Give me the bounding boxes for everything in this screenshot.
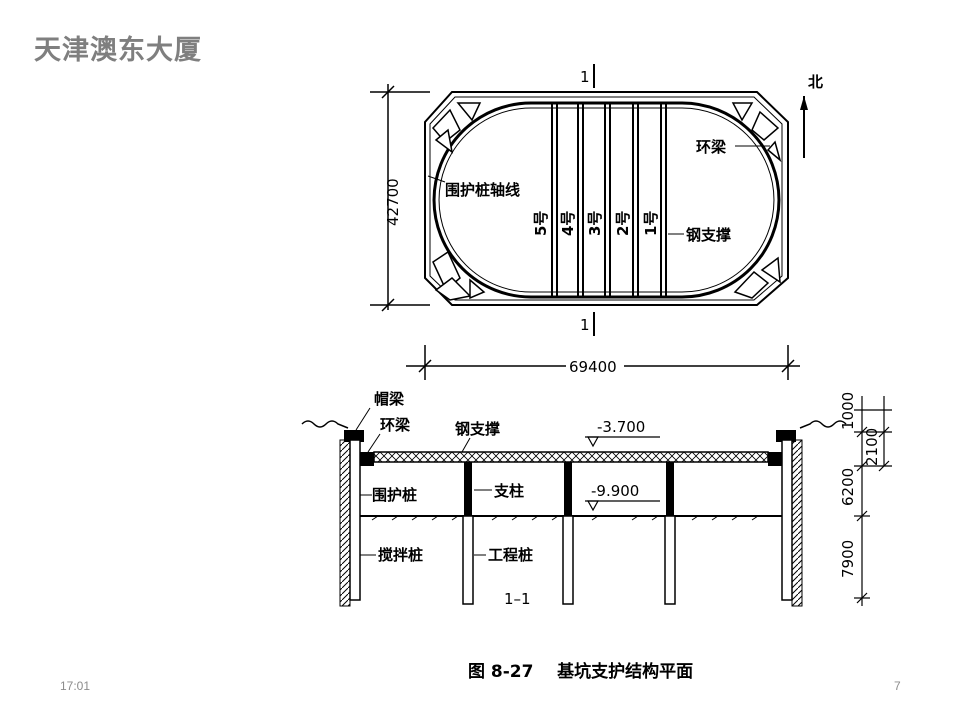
level-marker-top: -3.700	[585, 418, 660, 448]
support-column-3	[666, 462, 674, 516]
retaining-pile-right	[791, 439, 803, 607]
support-column-2	[564, 462, 572, 516]
dim-2100: 2100	[863, 428, 881, 466]
dim-width-value: 69400	[569, 358, 617, 376]
section-mark-top: 1	[580, 68, 590, 86]
section-mixing-pile-label: 搅拌桩	[378, 546, 423, 564]
section-view: -3.700 -9.900 帽梁 环梁 钢支撑 围护桩 支柱 搅拌桩 工程桩 1…	[301, 390, 892, 608]
brace-label-3: 3号	[586, 211, 604, 236]
support-column-1	[464, 462, 472, 516]
section-column-label: 支柱	[493, 482, 524, 500]
level-marker-bottom: -9.900	[585, 482, 660, 512]
dim-7900: 7900	[839, 540, 857, 578]
cap-beam-left	[344, 430, 364, 442]
section-steel-brace-label: 钢支撑	[455, 420, 500, 438]
footer-time: 17:01	[60, 679, 91, 693]
plan-ring-beam-label: 环梁	[696, 138, 727, 156]
plan-corner-braces	[431, 102, 782, 301]
cap-beam-right	[776, 430, 796, 442]
page-number: 7	[894, 679, 901, 693]
section-dim-chain	[854, 396, 892, 606]
plan-section-cut-bottom: 1	[580, 312, 595, 336]
cap-beam-label: 帽梁	[374, 390, 405, 408]
brace-label-5: 5号	[532, 211, 550, 236]
plan-outer-boundary	[424, 91, 789, 306]
level-bottom-value: -9.900	[591, 482, 639, 500]
ring-beam-left	[360, 452, 374, 466]
section-mark-bottom: 1	[580, 316, 590, 334]
section-pile-label: 围护桩	[372, 486, 417, 504]
plan-steel-brace-label: 钢支撑	[686, 226, 731, 244]
dim-1000: 1000	[839, 392, 857, 430]
section-steel-brace	[373, 451, 769, 463]
plan-view: 1 1 北 42700 69400	[370, 64, 823, 380]
brace-label-4: 4号	[559, 211, 577, 236]
section-ring-beam-label: 环梁	[380, 416, 411, 434]
north-label: 北	[808, 73, 823, 91]
plan-ring-beam-inner	[438, 107, 775, 293]
section-name: 1–1	[504, 590, 531, 608]
ground-left	[301, 420, 349, 429]
retaining-pile-left	[339, 439, 351, 607]
ring-beam-right	[768, 452, 782, 466]
north-arrow-icon: 北	[800, 73, 823, 158]
section-eng-pile-label: 工程桩	[488, 546, 533, 564]
eng-pile-3	[664, 515, 676, 605]
plan-steel-braces	[551, 103, 667, 297]
plan-inner-boundary	[429, 96, 783, 301]
brace-label-1: 1号	[642, 211, 660, 236]
figure-caption: 图 8-27 基坑支护结构平面	[468, 661, 693, 682]
plan-ring-beam	[432, 101, 781, 299]
dim-6200: 6200	[839, 468, 857, 506]
mixing-pile-left	[349, 439, 361, 601]
dim-height-value: 42700	[384, 178, 402, 226]
slide-title: 天津澳东大厦	[34, 35, 202, 66]
plan-section-cut-top: 1	[580, 64, 595, 88]
eng-pile-2	[562, 515, 574, 605]
eng-pile-1	[462, 515, 474, 605]
brace-label-2: 2号	[614, 211, 632, 236]
dim-height	[370, 84, 430, 312]
mixing-pile-right	[781, 439, 793, 601]
level-top-value: -3.700	[597, 418, 645, 436]
ground-right	[799, 420, 847, 429]
soil-hatch	[371, 515, 759, 521]
plan-pile-axis-label: 围护桩轴线	[445, 181, 520, 199]
